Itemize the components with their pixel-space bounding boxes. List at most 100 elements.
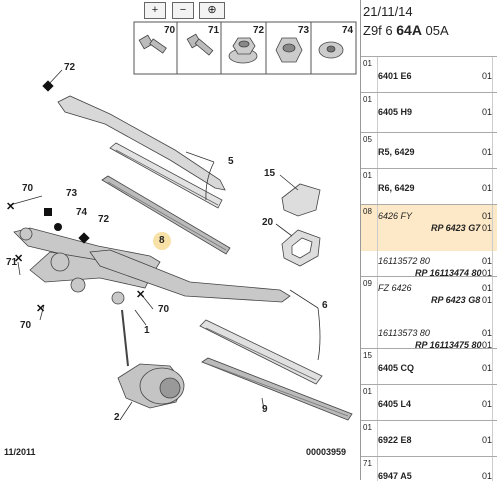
ref-model: 64A bbox=[396, 22, 422, 38]
zoom-fit-button[interactable]: ⊕ bbox=[199, 2, 225, 19]
ref-row-index-cell bbox=[361, 250, 378, 276]
ref-row-part: 6426 FY bbox=[378, 211, 413, 221]
ref-row-qty: 01 bbox=[482, 471, 493, 481]
ref-row[interactable]: 01 6401 E6 01 bbox=[361, 56, 497, 93]
callout-6[interactable]: 6 bbox=[322, 300, 328, 311]
zoom-in-button[interactable]: + bbox=[144, 2, 166, 19]
callout-2[interactable]: 2 bbox=[114, 412, 120, 423]
ref-row-qty: 01 bbox=[482, 363, 493, 373]
ref-row-index-cell bbox=[361, 385, 378, 421]
ref-row-edge bbox=[492, 169, 497, 205]
ref-row-part: 6922 E8 bbox=[378, 435, 412, 445]
ref-row-qty: 01 bbox=[482, 256, 493, 266]
callout-15[interactable]: 15 bbox=[264, 168, 276, 179]
ref-row-index-cell bbox=[361, 322, 378, 348]
callout-70-right[interactable]: 70 bbox=[158, 304, 170, 315]
ref-row-index: 01 bbox=[363, 59, 372, 68]
diagram-code: 00003959 bbox=[306, 447, 347, 457]
ref-row-edge bbox=[492, 277, 497, 323]
ref-row-qty: 01 bbox=[482, 435, 493, 445]
ref-row-edge bbox=[492, 349, 497, 385]
bolt-70-icon bbox=[138, 34, 167, 54]
ref-row-index: 08 bbox=[363, 207, 372, 216]
wiper-motor bbox=[117, 309, 185, 409]
ref-row-edge bbox=[492, 385, 497, 421]
ref-row-edge bbox=[492, 322, 497, 348]
callout-5[interactable]: 5 bbox=[228, 156, 234, 167]
strip-label-73: 73 bbox=[298, 25, 310, 36]
callout-20[interactable]: 20 bbox=[262, 217, 274, 228]
callout-71[interactable]: 71 bbox=[6, 257, 18, 268]
ref-row-qty: 01 bbox=[482, 147, 493, 157]
ref-row-index: 09 bbox=[363, 279, 372, 288]
svg-text:✕: ✕ bbox=[14, 253, 23, 265]
ref-row-part: 6405 CQ bbox=[378, 363, 415, 373]
ref-row-part: 6405 L4 bbox=[378, 399, 412, 409]
ref-row-index-cell bbox=[361, 205, 378, 251]
ref-row-index: 15 bbox=[363, 351, 372, 360]
ref-row-qty: 01 bbox=[482, 107, 493, 117]
callout-72-top[interactable]: 72 bbox=[64, 62, 76, 73]
blade-9 bbox=[201, 357, 353, 421]
ref-row-part: 6947 A5 bbox=[378, 471, 412, 481]
callout-70-bottom[interactable]: 70 bbox=[20, 320, 32, 331]
ref-row-qty: 01 bbox=[482, 183, 493, 193]
callout-8[interactable]: 8 bbox=[159, 235, 165, 246]
ref-row-index-cell bbox=[361, 277, 378, 323]
ref-row-index-cell bbox=[361, 349, 378, 385]
ref-row-index: 71 bbox=[363, 459, 372, 468]
ref-row-index: 05 bbox=[363, 135, 372, 144]
ref-row-qty: 01 bbox=[482, 328, 493, 338]
wiper-linkage bbox=[13, 227, 291, 305]
ref-row-part: 6401 E6 bbox=[378, 71, 412, 81]
ref-row-qty2: 01 bbox=[482, 223, 493, 233]
flange-nut-72-icon bbox=[228, 37, 258, 64]
ref-row-qty: 01 bbox=[482, 283, 493, 293]
ref-row-index: 01 bbox=[363, 387, 372, 396]
ref-row-replacement: RP 6423 G8 bbox=[431, 295, 481, 305]
diagram-markers: ✕ ✕ ✕ ✕ bbox=[6, 80, 145, 315]
callout-74[interactable]: 74 bbox=[76, 207, 88, 218]
strip-label-71: 71 bbox=[208, 25, 220, 36]
ref-row-qty: 01 bbox=[482, 71, 493, 81]
ref-row-replacement: RP 16113475 80 bbox=[415, 340, 482, 350]
callout-73[interactable]: 73 bbox=[66, 188, 78, 199]
upper-wiper-arm bbox=[57, 95, 226, 191]
upper-wiper-blade bbox=[109, 142, 223, 209]
ref-model-line: Z9f 6 64A 05A bbox=[363, 22, 449, 38]
ref-row[interactable]: 01 6405 H9 01 bbox=[361, 92, 497, 133]
callout-72-mid[interactable]: 72 bbox=[98, 214, 110, 225]
callout-9[interactable]: 9 bbox=[262, 404, 268, 415]
ref-row-index: 01 bbox=[363, 423, 372, 432]
leader-lines bbox=[9, 69, 321, 421]
callout-8-highlight bbox=[153, 232, 171, 250]
ref-row-part: 16113572 80 bbox=[378, 256, 430, 266]
ref-row-index-cell bbox=[361, 93, 378, 133]
ref-row[interactable]: 71 6947 A5 01 bbox=[361, 456, 497, 481]
reference-panel: 21/11/14 Z9f 6 64A 05A 01 6401 E6 01 01 6405… bbox=[360, 0, 497, 481]
bolt-71-icon bbox=[186, 33, 214, 56]
ref-row[interactable]: 01 6922 E8 01 bbox=[361, 420, 497, 457]
ref-row-part: 6405 H9 bbox=[378, 107, 413, 117]
diagram-drawing: ✕ ✕ ✕ ✕ bbox=[6, 21, 357, 421]
ref-date: 21/11/14 bbox=[363, 4, 413, 19]
zoom-out-button[interactable]: − bbox=[172, 2, 194, 19]
strip-label-72: 72 bbox=[253, 25, 265, 36]
callout-1[interactable]: 1 bbox=[144, 325, 150, 336]
strip-label-70: 70 bbox=[164, 25, 176, 36]
ref-row[interactable]: 15 6405 CQ 01 bbox=[361, 348, 497, 385]
ref-row-index: 01 bbox=[363, 95, 372, 104]
diagram-date: 11/2011 bbox=[4, 447, 36, 457]
ref-row-qty2: 01 bbox=[482, 295, 493, 305]
callout-70-left[interactable]: 70 bbox=[22, 183, 34, 194]
ref-row-replacement: RP 16113474 80 bbox=[415, 268, 482, 278]
ref-row-edge bbox=[492, 250, 497, 276]
ref-row-index-cell bbox=[361, 57, 378, 93]
